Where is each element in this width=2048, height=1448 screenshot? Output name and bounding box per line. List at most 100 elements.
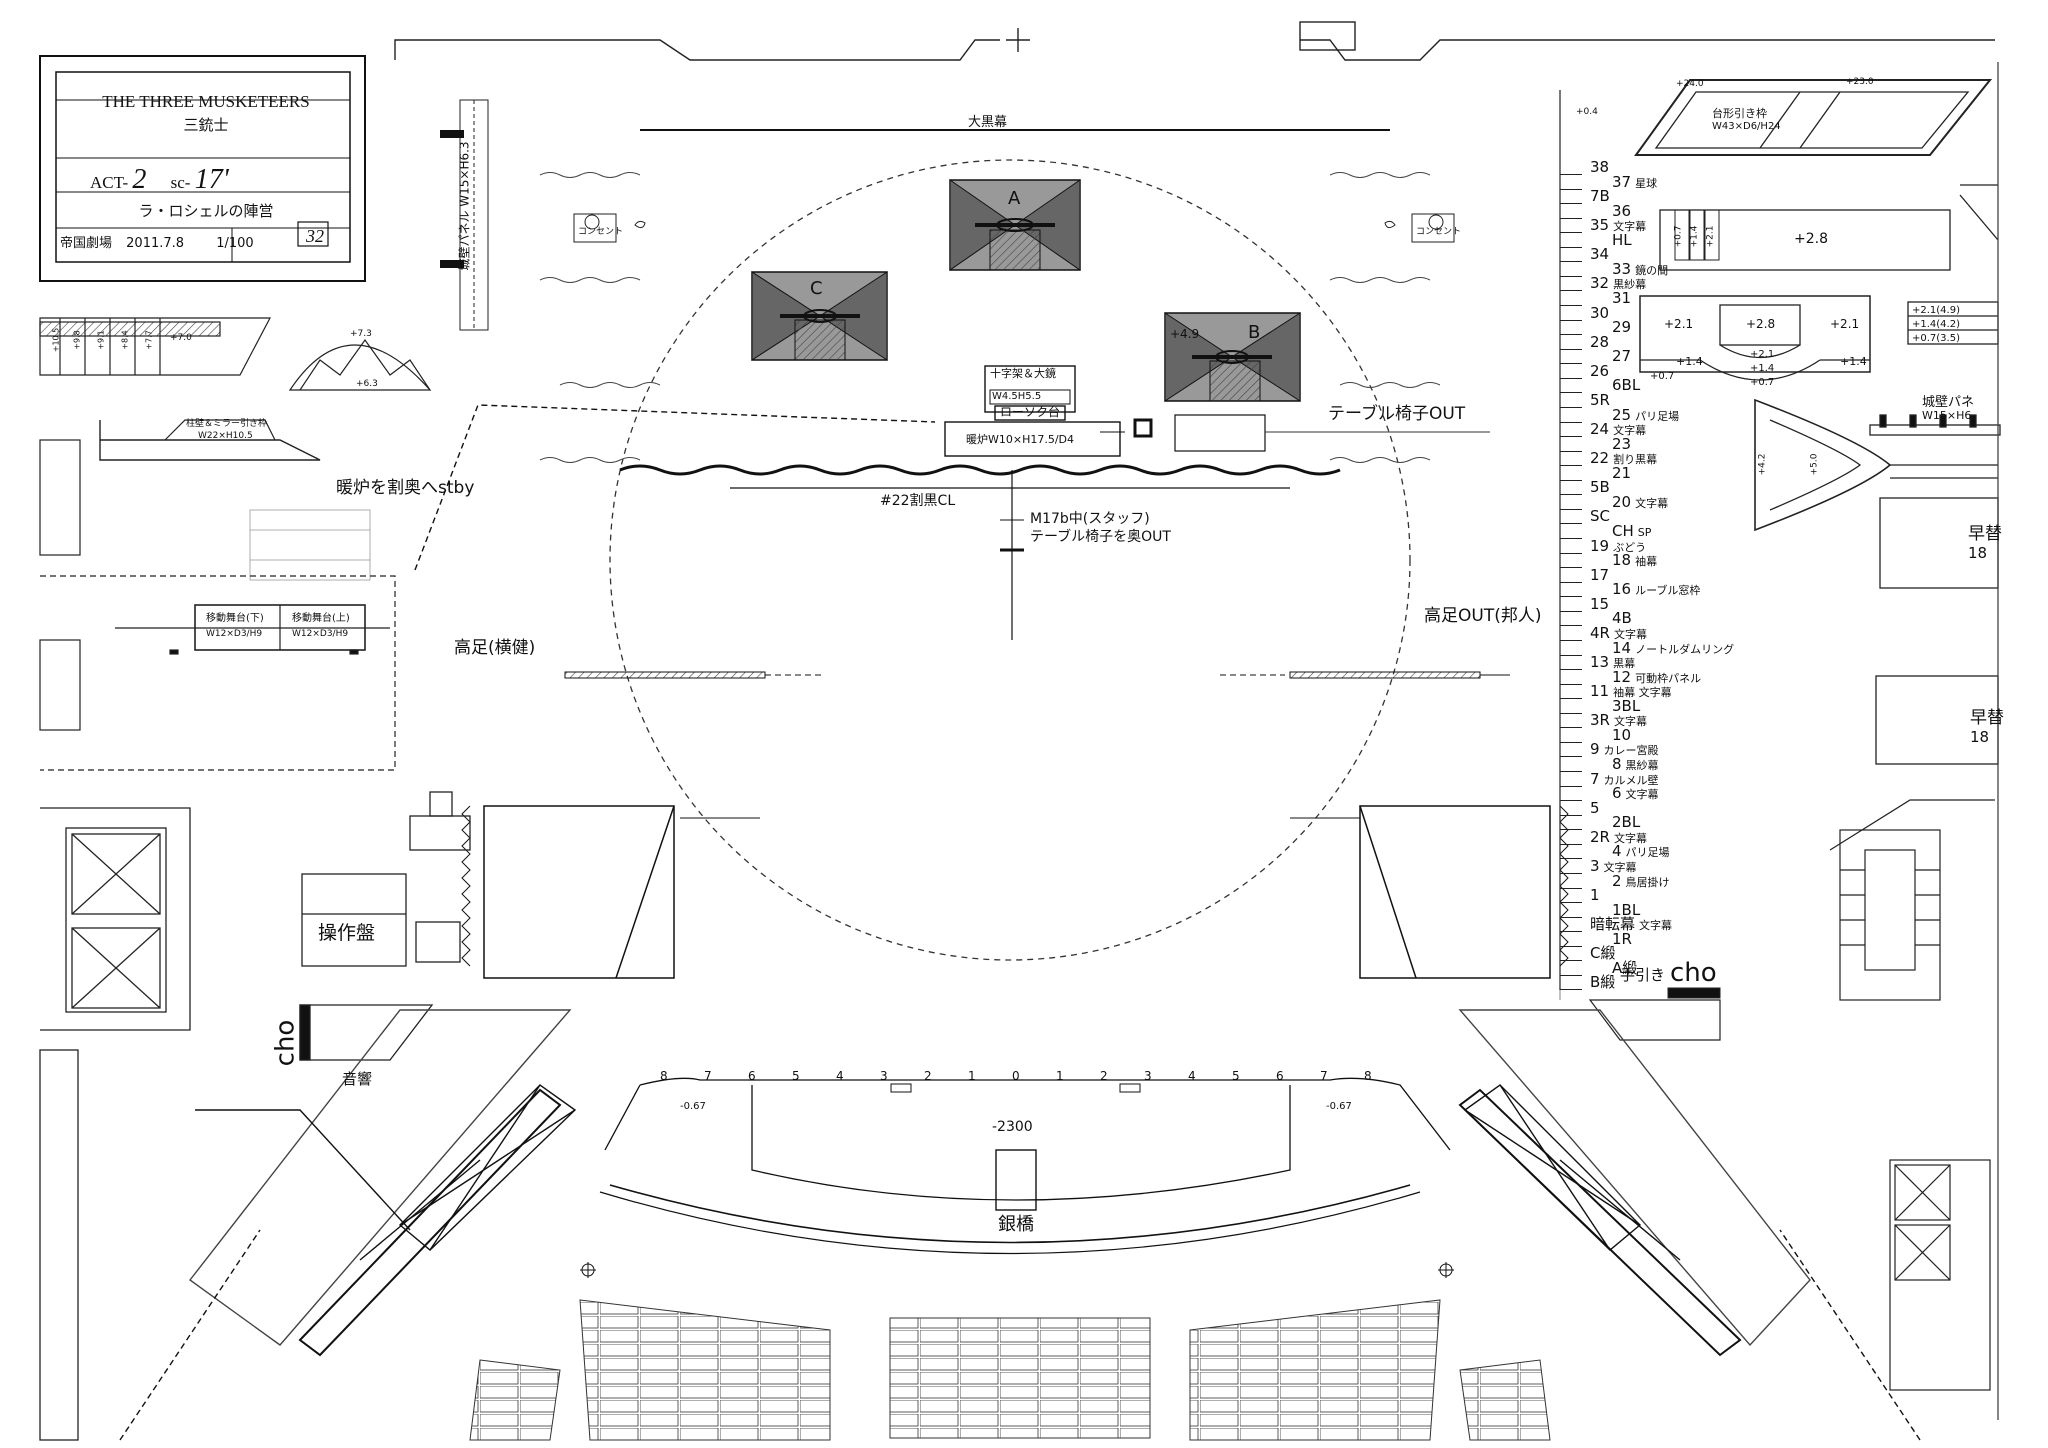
height-50: +5.0 — [1809, 453, 1820, 476]
castle-panel-left-label: 城壁パネル W15×H6.3 — [457, 141, 472, 271]
fly-rail-code: 23 — [1612, 434, 1632, 453]
height-21-left: +2.1 — [1664, 317, 1694, 331]
right-wing — [1559, 62, 2001, 1420]
apron-num: 8 — [1364, 1069, 1372, 1083]
fly-rail-name: 文字幕 — [1613, 831, 1647, 845]
fly-rail-code: 1BL — [1612, 900, 1641, 919]
fly-rail-name: SP — [1637, 526, 1652, 540]
pillar-mirror-size: W22×H10.5 — [198, 431, 253, 441]
apron-offset-right: -0.67 — [1326, 1101, 1352, 1112]
fly-rail-tick — [1560, 872, 1582, 874]
title-ja: 三銃士 — [183, 116, 229, 134]
fly-rail-tick — [1560, 392, 1582, 394]
fly-rail-tick — [1560, 727, 1582, 729]
fly-rail-row: 6BL — [1612, 378, 1640, 393]
fly-rail-row: 15 — [1590, 594, 1610, 613]
height-70: +7.0 — [170, 333, 192, 343]
pit-height-0: +10.5 — [51, 327, 61, 353]
apron-num: 1 — [968, 1069, 976, 1083]
fly-rail-row: 27 — [1612, 349, 1631, 364]
cl-22-label: #22割黒CL — [880, 493, 956, 509]
apron-depth: -2300 — [992, 1119, 1033, 1135]
fly-rail-row: 1BL — [1612, 900, 1641, 919]
act-no: 2 — [132, 164, 147, 195]
apron-num: 5 — [792, 1069, 800, 1083]
fly-rail-code: 5B — [1590, 478, 1610, 497]
fly-rail-name: パリ足場 — [1635, 409, 1680, 423]
fly-rail-code: CH — [1612, 522, 1634, 541]
cross-stand-size: W4.5H5.5 — [992, 391, 1042, 402]
fly-rail-tick — [1560, 290, 1582, 292]
fly-rail-tick — [1560, 465, 1582, 467]
height-07-left: +0.7 — [1650, 371, 1675, 382]
fly-rail-tick — [1560, 785, 1582, 787]
fly-rail-name: 鏡の間 — [1635, 263, 1669, 277]
height-21-right: +2.1 — [1830, 317, 1860, 331]
fly-rail-row: 34 — [1590, 247, 1609, 262]
table-out-label: テーブル椅子OUT — [1328, 404, 1466, 424]
plan-scale: 1/100 — [216, 236, 254, 251]
height-240: +24.0 — [1676, 79, 1704, 89]
fly-rail-code: 4B — [1612, 609, 1632, 628]
candle-stand-label: ローソク台 — [1000, 405, 1061, 419]
fly-rail-tick — [1560, 800, 1582, 802]
height-28-top: +2.8 — [1794, 231, 1828, 247]
daikokumaku-label: 大黒幕 — [968, 115, 1008, 130]
apron-num: 7 — [1320, 1069, 1328, 1083]
fly-rail-row: 31 — [1612, 291, 1631, 306]
takaashi-bars — [564, 671, 1510, 679]
fly-rail-code: 11 — [1590, 682, 1610, 701]
fly-rail-code: 33 — [1612, 259, 1632, 278]
fly-rail-row: 1 — [1590, 888, 1600, 903]
outlet-label-left: コンセント — [578, 227, 624, 237]
fly-rail-code: 2R — [1590, 827, 1610, 846]
fly-rail-code: 7B — [1590, 187, 1610, 206]
scene-name: ラ・ロシェルの陣営 — [138, 202, 274, 220]
fly-rail-tick — [1560, 494, 1582, 496]
fly-rail-code: C緞 — [1590, 944, 1616, 963]
fly-rail-tick — [1560, 334, 1582, 336]
fly-rail-tick — [1560, 916, 1582, 918]
step-14: +1.4(4.2) — [1912, 319, 1960, 330]
pillar-mirror-label: 柱壁＆ミラー引き枠 — [186, 419, 268, 429]
cl-arrow — [730, 470, 1290, 640]
pit-height-3: +8.4 — [120, 330, 130, 350]
fly-rail-code: 15 — [1590, 594, 1610, 613]
scene-label: sc- — [170, 173, 191, 192]
unit-a — [949, 179, 1081, 271]
apron-num: 4 — [836, 1069, 844, 1083]
fly-rail-code: 18 — [1612, 551, 1632, 570]
fly-rail-tick — [1560, 436, 1582, 438]
fly-rail-tick — [1560, 989, 1582, 991]
fly-rail-name: 文字幕 — [1613, 627, 1647, 641]
fly-rail-row: 5R — [1590, 392, 1610, 408]
height-07-center: +0.7 — [1750, 377, 1775, 388]
pit-height-2: +9.1 — [96, 330, 106, 350]
fly-rail-row: 5 — [1590, 800, 1600, 816]
unit-c-label: C — [810, 278, 823, 299]
pit-height-1: +9.8 — [72, 330, 82, 350]
fly-rail-tick — [1560, 538, 1582, 540]
fly-rail-row: 21 — [1612, 463, 1632, 482]
mobile-stage-upper-label: 移動舞台(上) — [292, 613, 350, 624]
fly-rail-code: 21 — [1612, 463, 1632, 482]
fly-rail-code: HL — [1612, 230, 1632, 249]
control-panel-label: 操作盤 — [318, 922, 376, 944]
curtain-waves — [539, 172, 1441, 476]
fly-rail-name: ぶどう — [1613, 540, 1647, 554]
fly-rail-code: 10 — [1612, 725, 1632, 744]
lower-right-stair — [1588, 799, 1995, 1391]
fly-rail-name: 割り黒幕 — [1613, 453, 1658, 467]
fly-rail-ruler — [1559, 90, 1721, 999]
fly-rail-tick — [1560, 654, 1582, 656]
